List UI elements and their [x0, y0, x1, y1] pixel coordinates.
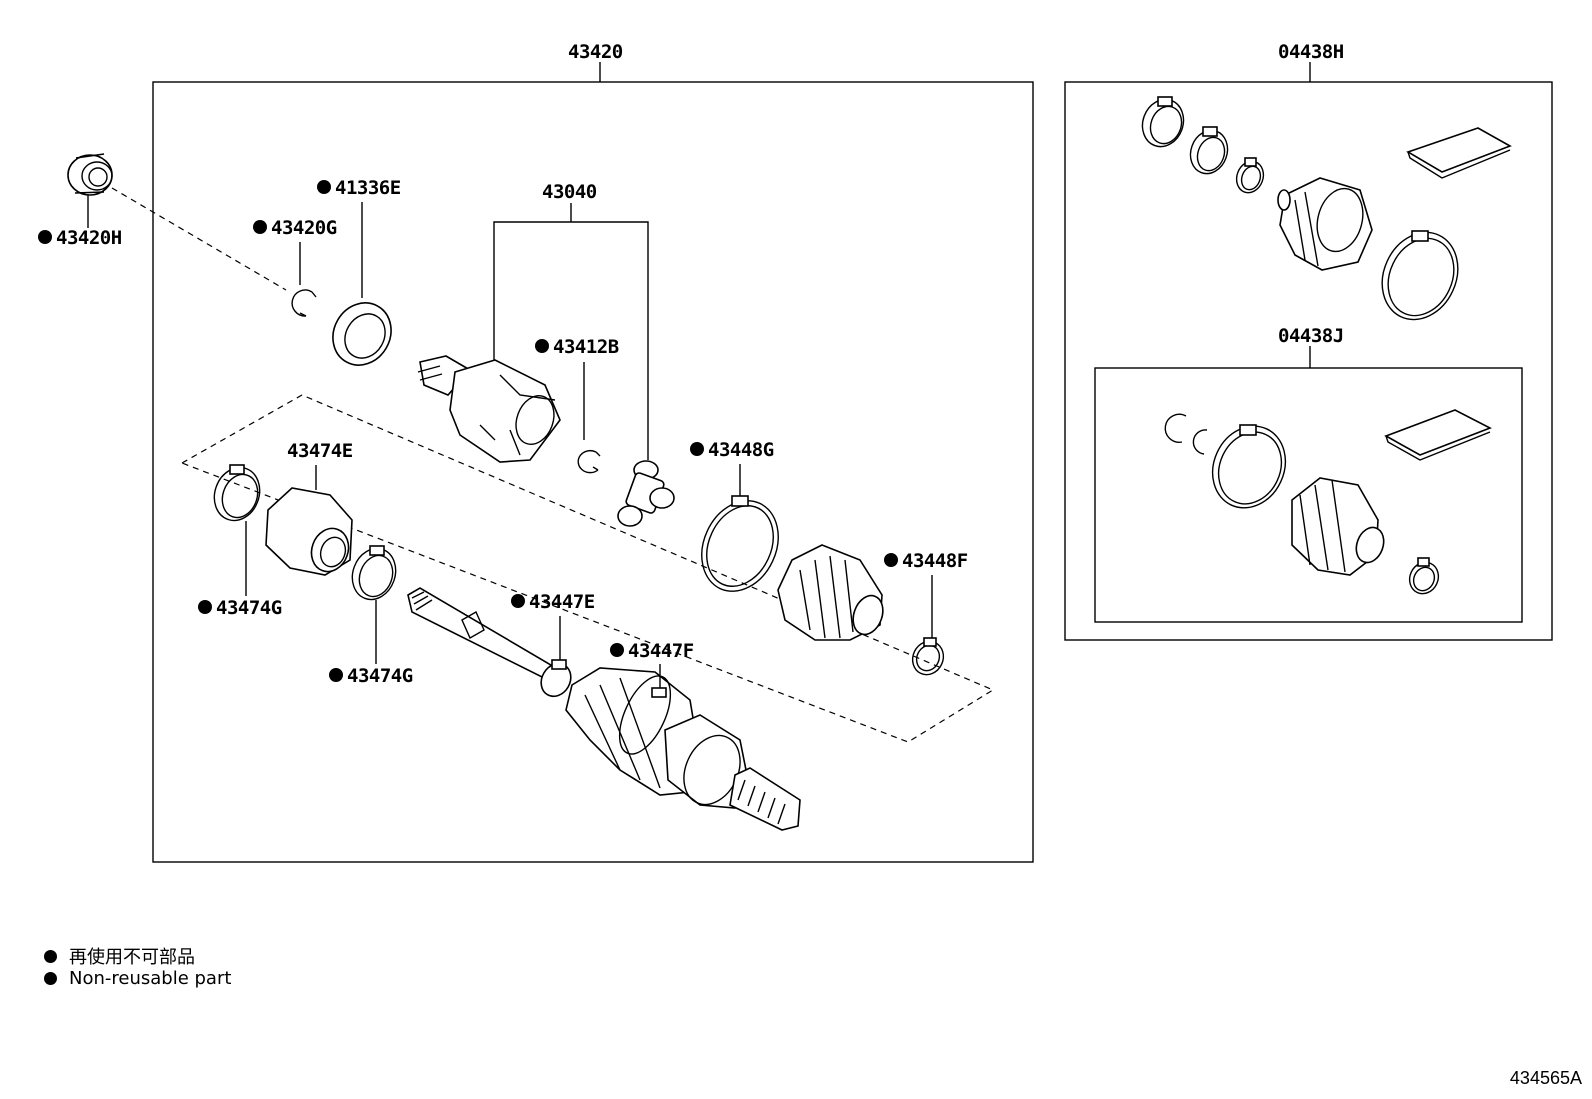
label-04438J[interactable]: 04438J: [1278, 325, 1344, 347]
nonreusable-dot: [884, 553, 898, 567]
label-43474G-b[interactable]: 43474G: [347, 665, 413, 687]
part-tripod-joint[interactable]: [617, 460, 675, 527]
label-43474E[interactable]: 43474E: [287, 440, 353, 462]
part-43412B-snap-ring[interactable]: [577, 449, 601, 474]
part-43420H-bearing[interactable]: [67, 153, 113, 196]
label-43447F[interactable]: 43447F: [628, 640, 694, 662]
part-inner-joint-housing[interactable]: [417, 355, 561, 463]
kit-j-band-large[interactable]: [1200, 414, 1299, 520]
label-43447E[interactable]: 43447E: [529, 591, 595, 613]
label-41336E[interactable]: 41336E: [335, 177, 401, 199]
nonreusable-dot: [198, 600, 212, 614]
part-43474G-band-b[interactable]: [345, 542, 402, 605]
nonreusable-dot: [690, 442, 704, 456]
label-43412B[interactable]: 43412B: [553, 336, 619, 358]
kit-j-snap-ring-a[interactable]: [1164, 413, 1187, 443]
shaft-subassembly-outline: [181, 394, 995, 743]
label-04438H[interactable]: 04438H: [1278, 41, 1344, 63]
label-43420G[interactable]: 43420G: [271, 217, 337, 239]
boot-kit-04438H-frame: [1064, 81, 1553, 641]
label-43474G-a[interactable]: 43474G: [216, 597, 282, 619]
nonreusable-dot: [329, 668, 343, 682]
kit-j-band-small[interactable]: [1405, 557, 1444, 599]
kit-h-band-large[interactable]: [1136, 94, 1190, 153]
kit-h-band-xl[interactable]: [1368, 220, 1471, 332]
kit-j-snap-ring-b[interactable]: [1192, 429, 1208, 455]
kit-h-boot[interactable]: [1277, 177, 1373, 271]
label-43420[interactable]: 43420: [568, 41, 623, 63]
nonreusable-dot: [511, 594, 525, 608]
label-43448F[interactable]: 43448F: [902, 550, 968, 572]
main-assembly-frame: [152, 81, 1034, 863]
legend-dot: [44, 949, 57, 963]
part-43448F-boot-band[interactable]: [907, 636, 949, 679]
nonreusable-dot: [610, 643, 624, 657]
kit-h-band-medium[interactable]: [1185, 125, 1234, 179]
part-43474E-boot[interactable]: [265, 487, 354, 577]
part-41336E-oil-seal[interactable]: [322, 292, 402, 375]
part-43448G-boot-band[interactable]: [688, 488, 793, 604]
part-outer-cv-joint[interactable]: [565, 667, 801, 831]
kit-h-band-small[interactable]: [1232, 157, 1267, 197]
part-drive-shaft[interactable]: [407, 587, 577, 702]
label-43040[interactable]: 43040: [542, 181, 597, 203]
part-inner-boot[interactable]: [777, 544, 888, 641]
legend-text-en: Non-reusable part: [69, 968, 232, 989]
kit-j-grease-packet[interactable]: [1384, 409, 1492, 461]
legend-text-jp: 再使用不可部品: [69, 947, 195, 968]
part-43420G-snap-ring[interactable]: [291, 289, 317, 317]
nonreusable-dot: [317, 180, 331, 194]
label-43420H[interactable]: 43420H: [56, 227, 122, 249]
boot-kit-04438J-frame: [1094, 367, 1523, 623]
nonreusable-dot: [253, 220, 267, 234]
kit-j-boot[interactable]: [1291, 477, 1388, 576]
kit-h-grease-packet[interactable]: [1406, 127, 1512, 179]
legend-row-en: Non-reusable part: [44, 968, 231, 989]
legend-row-jp: 再使用不可部品: [44, 943, 195, 969]
nonreusable-dot: [38, 230, 52, 244]
part-43474G-band-a[interactable]: [207, 461, 267, 527]
label-43448G[interactable]: 43448G: [708, 439, 774, 461]
legend-dot: [44, 972, 57, 985]
figure-reference: 434565A: [1509, 1068, 1582, 1088]
nonreusable-dot: [535, 339, 549, 353]
